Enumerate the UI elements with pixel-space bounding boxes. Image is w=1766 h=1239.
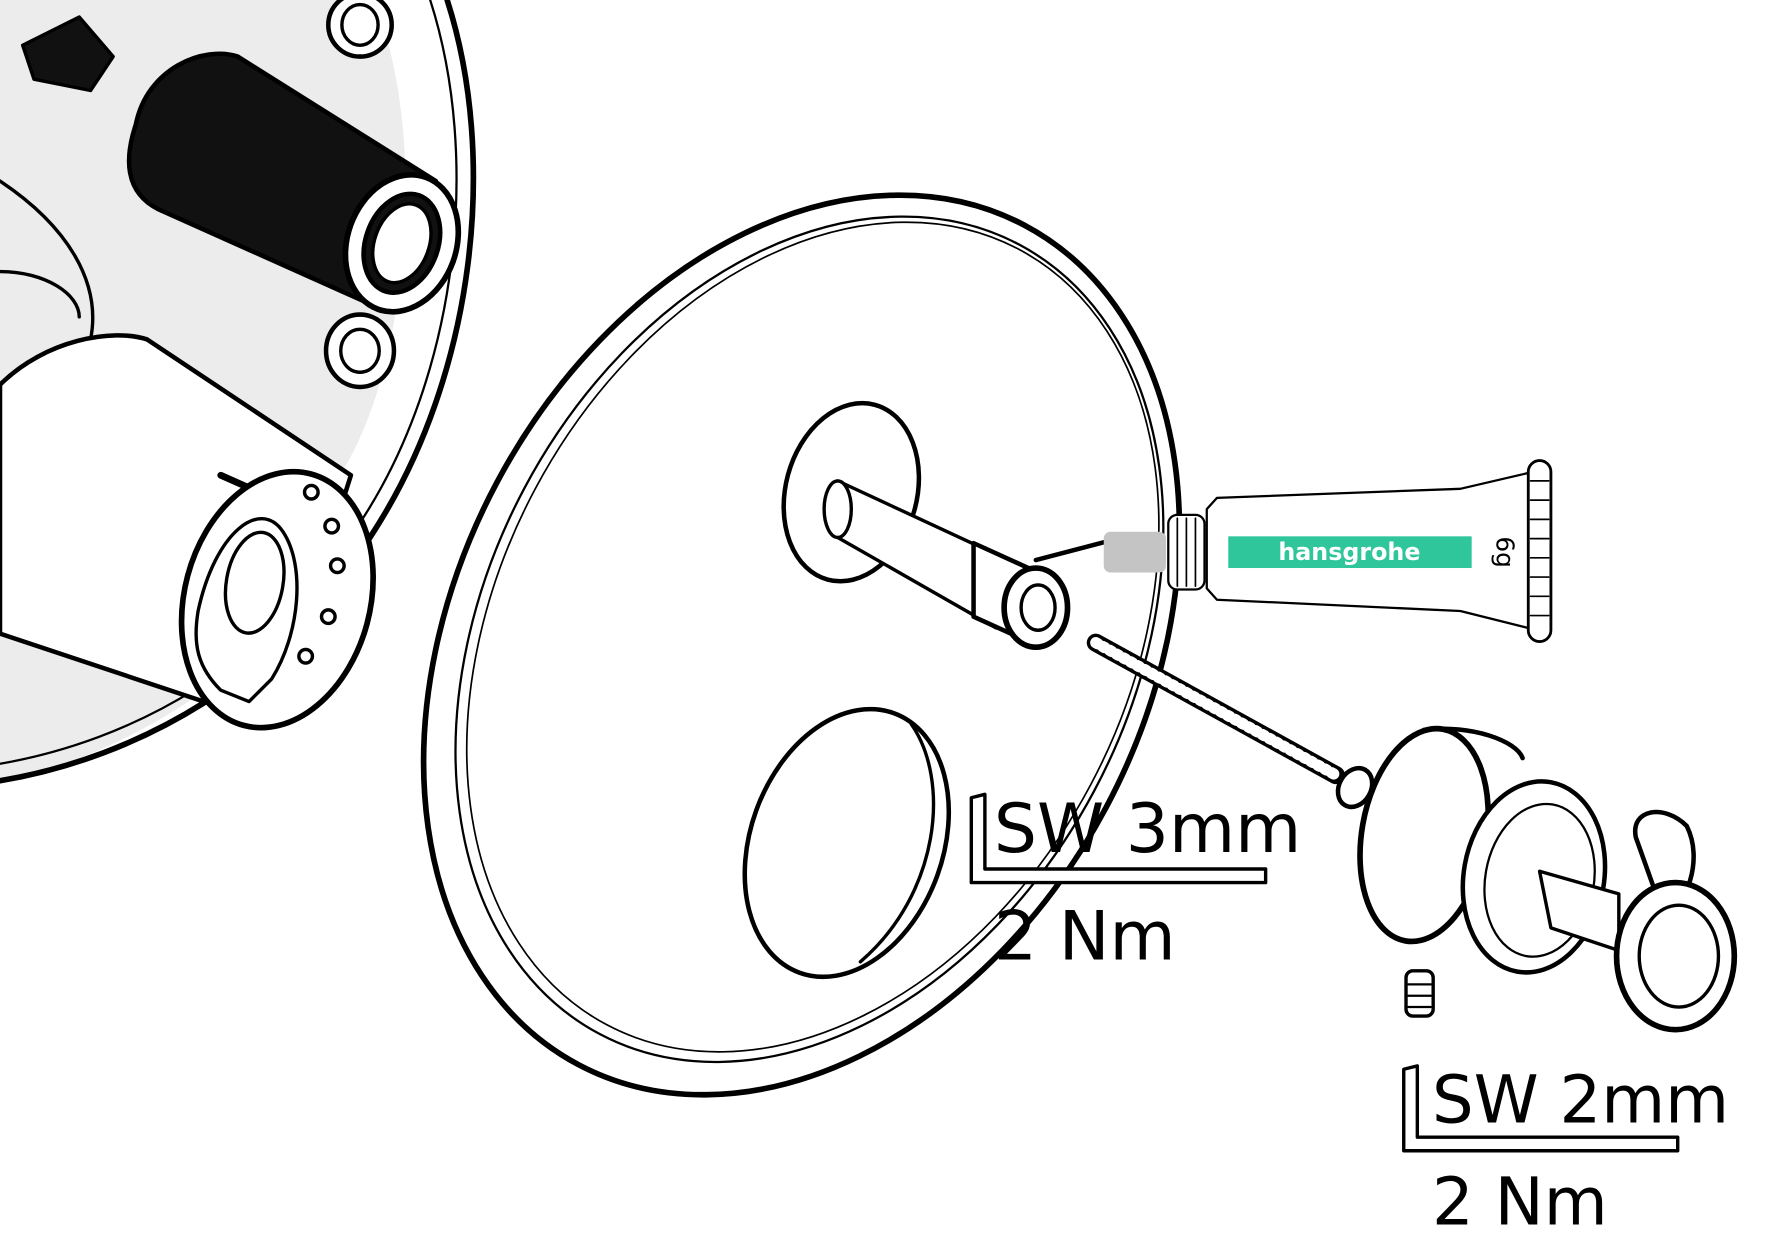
tool-key-2mm: SW 2mm [1432,1062,1729,1138]
handle [1357,725,1738,1033]
grease-brand: hansgrohe [1278,538,1420,566]
tool-key-3mm: SW 3mm [994,790,1301,869]
hex-key-3mm: SW 3mm 2 Nm [969,790,1301,977]
tool-torque-2mm: 2 Nm [1432,1164,1608,1239]
grease-tube: hansgrohe 6g [1103,459,1553,643]
grease-weight: 6g [1491,536,1520,568]
spindle [822,479,1112,651]
valve-body [0,0,477,784]
hex-key-2mm: SW 2mm 2 Nm [1402,1062,1729,1239]
tool-torque-3mm: 2 Nm [994,898,1176,977]
fixing-screw [1086,633,1375,810]
